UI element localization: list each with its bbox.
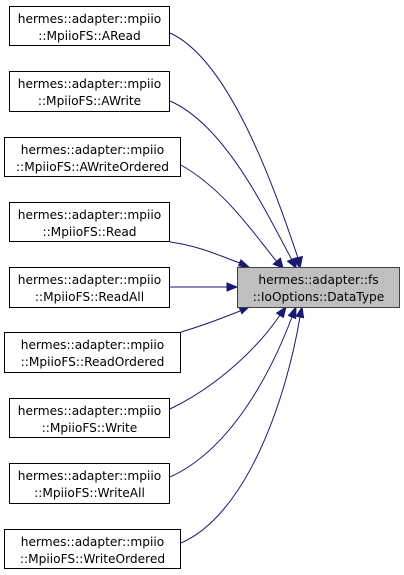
caller-node-line1: hermes::adapter::mpiio — [17, 12, 162, 26]
caller-node-writeordered[interactable]: hermes::adapter::mpiio ::MpiioFS::WriteO… — [4, 529, 181, 569]
caller-node-aread[interactable]: hermes::adapter::mpiio ::MpiioFS::ARead — [9, 6, 170, 46]
edge-writeordered — [180, 305, 305, 544]
caller-node-line2: ::MpiioFS::ReadOrdered — [20, 355, 165, 369]
edge-awrite — [169, 100, 297, 270]
caller-node-awrite[interactable]: hermes::adapter::mpiio ::MpiioFS::AWrite — [9, 71, 170, 112]
caller-node-line2: ::MpiioFS::ARead — [38, 29, 141, 43]
edge-readall — [170, 282, 239, 292]
caller-node-line1: hermes::adapter::mpiio — [17, 404, 162, 418]
caller-node-read[interactable]: hermes::adapter::mpiio ::MpiioFS::Read — [9, 202, 170, 242]
caller-node-line1: hermes::adapter::mpiio — [17, 273, 162, 287]
caller-node-line2: ::MpiioFS::ReadAll — [34, 290, 145, 304]
caller-node-line1: hermes::adapter::mpiio — [20, 143, 165, 157]
caller-node-line2: ::MpiioFS::WriteAll — [34, 486, 145, 500]
caller-node-readall[interactable]: hermes::adapter::mpiio ::MpiioFS::ReadAl… — [9, 267, 170, 308]
edge-awriteordered — [180, 164, 284, 269]
edge-aread — [169, 32, 304, 270]
caller-node-write[interactable]: hermes::adapter::mpiio ::MpiioFS::Write — [9, 398, 170, 438]
target-node-datatype[interactable]: hermes::adapter::fs ::IoOptions::DataTyp… — [237, 267, 400, 308]
caller-node-line1: hermes::adapter::mpiio — [17, 469, 162, 483]
caller-node-awriteordered[interactable]: hermes::adapter::mpiio ::MpiioFS::AWrite… — [4, 137, 181, 177]
edge-write — [169, 305, 287, 410]
caller-node-line1: hermes::adapter::mpiio — [20, 535, 165, 549]
caller-node-line1: hermes::adapter::mpiio — [17, 77, 162, 91]
edge-writeall — [169, 305, 297, 478]
caller-node-line2: ::MpiioFS::AWriteOrdered — [16, 160, 169, 174]
caller-node-writeall[interactable]: hermes::adapter::mpiio ::MpiioFS::WriteA… — [9, 463, 170, 504]
caller-node-readordered[interactable]: hermes::adapter::mpiio ::MpiioFS::ReadOr… — [4, 332, 181, 373]
edge-read — [169, 241, 252, 269]
caller-node-line1: hermes::adapter::mpiio — [20, 338, 165, 352]
caller-node-line2: ::MpiioFS::Write — [41, 421, 138, 435]
caller-node-line2: ::MpiioFS::Read — [42, 225, 137, 239]
target-node-line2: ::IoOptions::DataType — [252, 290, 385, 304]
caller-node-line2: ::MpiioFS::AWrite — [37, 94, 142, 108]
target-node-line1: hermes::adapter::fs — [258, 273, 379, 287]
edge-readordered — [180, 305, 252, 333]
caller-node-line1: hermes::adapter::mpiio — [17, 208, 162, 222]
caller-node-line2: ::MpiioFS::WriteOrdered — [19, 552, 166, 566]
